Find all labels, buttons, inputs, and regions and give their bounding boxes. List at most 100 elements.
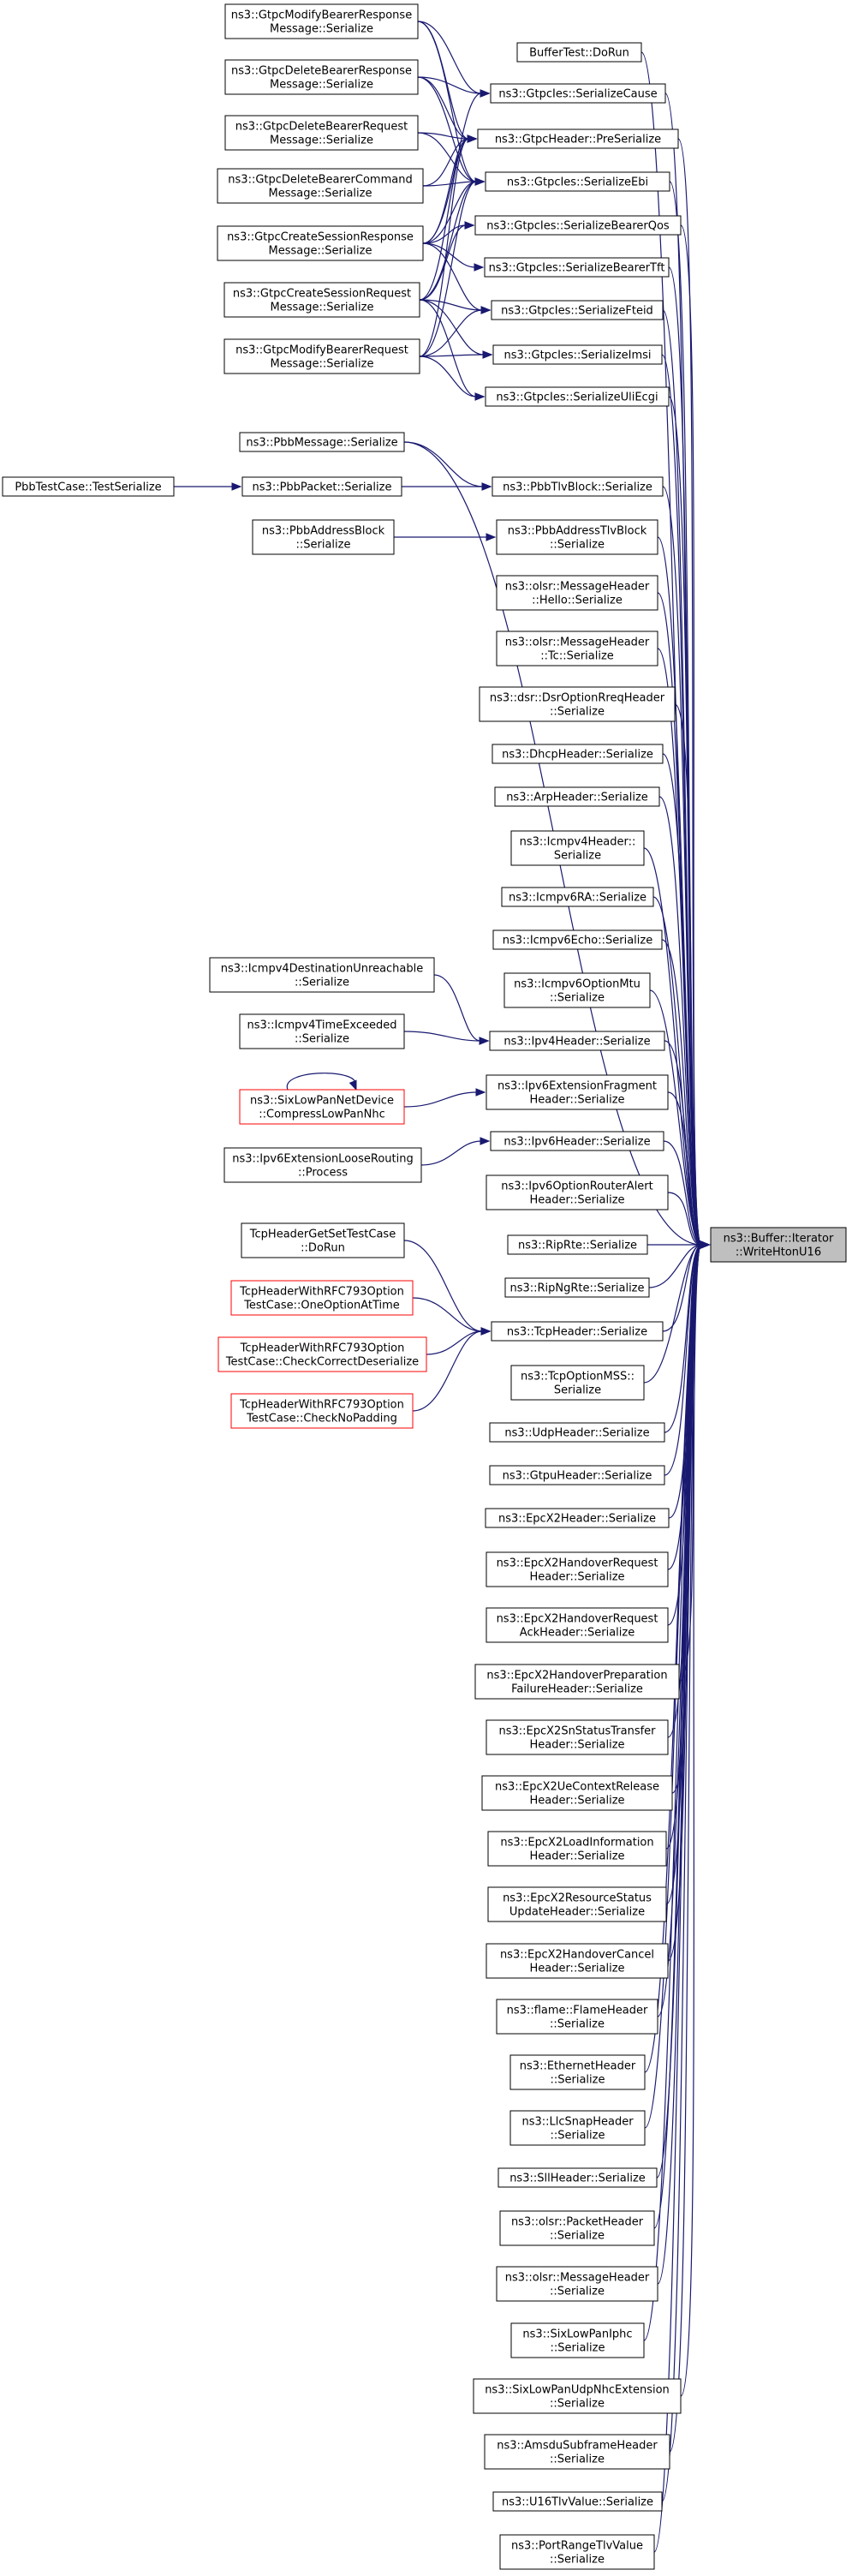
node-tcp793b[interactable]: TcpHeaderWithRFC793OptionTestCase::Check…: [217, 1336, 427, 1372]
node-ethernet[interactable]: ns3::EthernetHeader::Serialize: [509, 2054, 646, 2090]
node-amsdu[interactable]: ns3::AmsduSubframeHeader::Serialize: [484, 2434, 670, 2470]
node-label: Header::Serialize: [529, 1571, 624, 1584]
node-ipv6ra[interactable]: ns3::Ipv6OptionRouterAlertHeader::Serial…: [486, 1174, 669, 1210]
node-gtpc_csrq[interactable]: ns3::GtpcCreateSessionRequestMessage::Se…: [223, 282, 420, 318]
node-arp[interactable]: ns3::ArpHeader::Serialize: [494, 786, 660, 807]
node-pbbtlvb[interactable]: ns3::PbbTlvBlock::Serialize: [492, 476, 664, 497]
edge-sixlow_nhc-to-sixlow_nhc: [286, 1073, 357, 1091]
node-epcx2hoAck[interactable]: ns3::EpcX2HandoverRequestAckHeader::Seri…: [486, 1607, 669, 1643]
node-label: ::Serialize: [296, 539, 351, 552]
edge-line: [667, 1244, 702, 1626]
node-label: ns3::EthernetHeader: [520, 2060, 636, 2073]
edge-line: [433, 974, 481, 1042]
node-pbbaddrb[interactable]: ns3::PbbAddressBlock::Serialize: [252, 519, 395, 555]
node-dhcp[interactable]: ns3::DhcpHeader::Serialize: [492, 744, 664, 764]
node-sll[interactable]: ns3::SllHeader::Serialize: [497, 2167, 658, 2188]
node-icmpv6ra[interactable]: ns3::Icmpv6RA::Serialize: [501, 887, 654, 907]
node-ies_imsi[interactable]: ns3::GtpcIes::SerializeImsi: [492, 344, 663, 365]
node-tcptest[interactable]: TcpHeaderGetSetTestCase::DoRun: [241, 1222, 405, 1258]
node-label: ns3::GtpcDeleteBearerCommand: [228, 174, 412, 187]
node-label: ns3::PbbAddressBlock: [262, 525, 385, 538]
edge-line: [417, 76, 477, 182]
node-icmpv4[interactable]: ns3::Icmpv4Header::Serialize: [510, 830, 645, 866]
node-icmpv6mtu[interactable]: ns3::Icmpv6OptionMtu::Serialize: [503, 972, 651, 1008]
node-pbbaddrtlv[interactable]: ns3::PbbAddressTlvBlock::Serialize: [496, 519, 658, 555]
node-label: ns3::EpcX2ResourceStatus: [503, 1892, 652, 1905]
node-tcp[interactable]: ns3::TcpHeader::Serialize: [491, 1321, 664, 1342]
node-ies_bqos[interactable]: ns3::GtpcIes::SerializeBearerQos: [474, 215, 682, 236]
edge-line: [661, 354, 702, 1246]
edge-line: [422, 93, 482, 244]
node-gtpc_csrs[interactable]: ns3::GtpcCreateSessionResponseMessage::S…: [217, 225, 424, 261]
node-pbbpkt[interactable]: ns3::PbbPacket::Serialize: [241, 476, 402, 497]
node-gtpc_dbrq[interactable]: ns3::GtpcDeleteBearerRequestMessage::Ser…: [224, 115, 419, 151]
edge-line: [403, 1031, 481, 1042]
node-gtpc_mbrs[interactable]: ns3::GtpcModifyBearerResponseMessage::Se…: [224, 3, 419, 39]
node-label: ns3::EpcX2HandoverCancel: [500, 1949, 654, 1962]
node-ies_ebi[interactable]: ns3::GtpcIes::SerializeEbi: [485, 171, 670, 192]
node-flame[interactable]: ns3::flame::FlameHeader::Serialize: [496, 1999, 658, 2035]
node-olsr_msg[interactable]: ns3::olsr::MessageHeader::Serialize: [496, 2266, 658, 2302]
node-udp[interactable]: ns3::UdpHeader::Serialize: [489, 1422, 665, 1443]
node-epcx2hoPrep[interactable]: ns3::EpcX2HandoverPreparationFailureHead…: [474, 1664, 680, 1700]
node-gtpc_dbc[interactable]: ns3::GtpcDeleteBearerCommandMessage::Ser…: [217, 168, 424, 204]
node-gtpu[interactable]: ns3::GtpuHeader::Serialize: [489, 1465, 665, 1485]
node-label: BufferTest::DoRun: [529, 47, 629, 60]
node-u16tlv[interactable]: ns3::U16TlvValue::Serialize: [492, 2491, 663, 2512]
edge-gtpc_mbrq-to-ies_ebi: [419, 177, 486, 357]
node-box: [489, 1031, 665, 1051]
node-ies_fteid[interactable]: ns3::GtpcIes::SerializeFteid: [491, 300, 664, 320]
node-label: Serialize: [554, 850, 601, 863]
edge-gtpc_csrq-to-ies_imsi: [419, 299, 493, 359]
node-tcp793c[interactable]: TcpHeaderWithRFC793OptionTestCase::Check…: [230, 1393, 414, 1429]
node-ipv6[interactable]: ns3::Ipv6Header::Serialize: [490, 1131, 664, 1151]
edge-gtpc_csrq-to-ies_bqos: [419, 221, 475, 301]
node-olsr_pkt[interactable]: ns3::olsr::PacketHeader::Serialize: [499, 2210, 655, 2246]
node-epcx2cancel[interactable]: ns3::EpcX2HandoverCancelHeader::Serializ…: [486, 1943, 669, 1979]
node-sixlow_nhc[interactable]: ns3::SixLowPanNetDevice::CompressLowPanN…: [239, 1089, 405, 1125]
node-pbbmsg[interactable]: ns3::PbbMessage::Serialize: [239, 432, 405, 452]
node-icmpv6echo[interactable]: ns3::Icmpv6Echo::Serialize: [492, 929, 663, 950]
node-epcx2hoReq[interactable]: ns3::EpcX2HandoverRequestHeader::Seriali…: [486, 1551, 669, 1587]
node-epcx2sn[interactable]: ns3::EpcX2SnStatusTransferHeader::Serial…: [486, 1719, 669, 1755]
node-icmpv4te[interactable]: ns3::Icmpv4TimeExceeded::Serialize: [239, 1013, 405, 1049]
node-gtpc_mbrq[interactable]: ns3::GtpcModifyBearerRequestMessage::Ser…: [223, 338, 420, 374]
node-sixlow_udp[interactable]: ns3::SixLowPanUdpNhcExtension::Serialize: [473, 2378, 682, 2414]
node-ipv6frag[interactable]: ns3::Ipv6ExtensionFragmentHeader::Serial…: [486, 1074, 669, 1110]
node-olsr_hello[interactable]: ns3::olsr::MessageHeader::Hello::Seriali…: [496, 575, 658, 611]
node-olsr_tc[interactable]: ns3::olsr::MessageHeader::Tc::Serialize: [496, 631, 658, 666]
node-epcx2ue[interactable]: ns3::EpcX2UeContextReleaseHeader::Serial…: [481, 1775, 673, 1811]
node-box: [501, 887, 654, 907]
node-box: [484, 257, 670, 278]
node-icmpv4du[interactable]: ns3::Icmpv4DestinationUnreachable::Seria…: [209, 957, 435, 993]
node-ies_btft[interactable]: ns3::GtpcIes::SerializeBearerTft: [484, 257, 670, 278]
node-sixlow_iphc[interactable]: ns3::SixLowPanIphc::Serialize: [510, 2322, 645, 2358]
node-riprte[interactable]: ns3::RipRte::Serialize: [507, 1234, 648, 1255]
node-label: AckHeader::Serialize: [520, 1627, 635, 1640]
node-label: ::Serialize: [550, 2230, 605, 2243]
node-pbbtest[interactable]: PbbTestCase::TestSerialize: [2, 476, 175, 497]
node-tcp793a[interactable]: TcpHeaderWithRFC793OptionTestCase::OneOp…: [230, 1280, 414, 1316]
node-label: Header::Serialize: [529, 1194, 624, 1207]
node-gtpc_dbrs[interactable]: ns3::GtpcDeleteBearerResponseMessage::Se…: [224, 59, 419, 95]
node-buffertest[interactable]: BufferTest::DoRun: [516, 42, 642, 63]
node-dsr_rreq[interactable]: ns3::dsr::DsrOptionRreqHeader::Serialize: [479, 686, 676, 722]
node-label: ns3::SllHeader::Serialize: [509, 2173, 646, 2185]
node-ies_uli[interactable]: ns3::GtpcIes::SerializeUliEcgi: [485, 386, 670, 407]
node-label: ns3::olsr::MessageHeader: [505, 637, 650, 649]
edge-arrowhead: [482, 350, 493, 359]
node-gtpc_hdr[interactable]: ns3::GtpcHeader::PreSerialize: [477, 129, 679, 149]
node-llcsnap[interactable]: ns3::LlcSnapHeader::Serialize: [509, 2110, 646, 2146]
node-ipv6loose[interactable]: ns3::Ipv6ExtensionLooseRouting::Process: [223, 1147, 422, 1183]
edge-line: [412, 1297, 483, 1332]
node-epcx2load[interactable]: ns3::EpcX2LoadInformationHeader::Seriali…: [487, 1831, 667, 1867]
node-tcpmss[interactable]: ns3::TcpOptionMSS::Serialize: [510, 1365, 645, 1401]
node-ies_cause[interactable]: ns3::GtpcIes::SerializeCause: [490, 83, 666, 104]
edge-tcpmss-to-root: [643, 1240, 711, 1384]
node-ripngrte[interactable]: ns3::RipNgRte::Serialize: [504, 1277, 650, 1298]
node-box: [241, 1222, 405, 1258]
node-portrange[interactable]: ns3::PortRangeTlvValue::Serialize: [499, 2534, 655, 2570]
node-epcx2res[interactable]: ns3::EpcX2ResourceStatusUpdateHeader::Se…: [487, 1886, 667, 1922]
node-epcx2[interactable]: ns3::EpcX2Header::Serialize: [485, 1508, 670, 1528]
node-ipv4[interactable]: ns3::Ipv4Header::Serialize: [489, 1031, 665, 1051]
